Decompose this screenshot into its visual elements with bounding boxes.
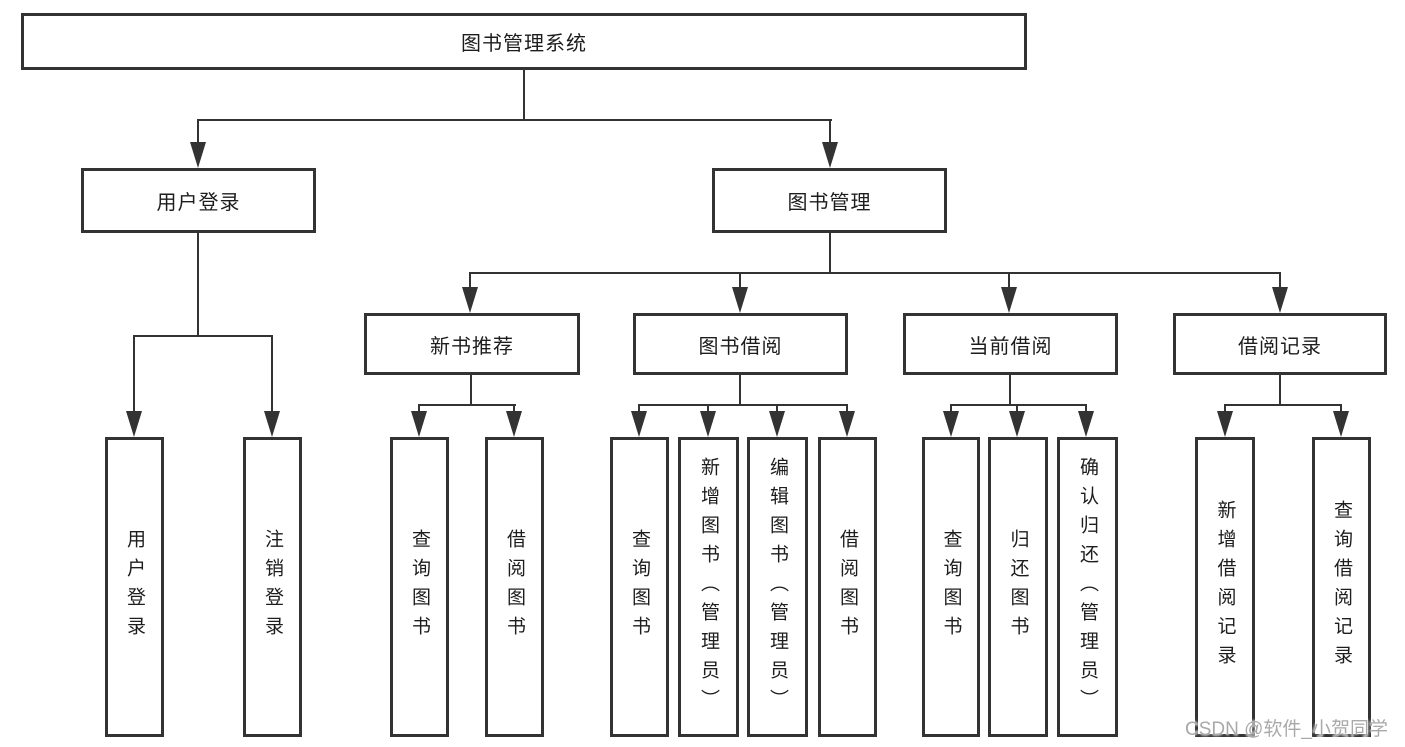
leaf-query-books-recommend: 查询图书	[390, 437, 449, 737]
connector-stem-new-book	[469, 272, 471, 290]
arrowhead-icon	[943, 411, 959, 437]
connector-stem	[1085, 404, 1087, 415]
node-label: 图书管理	[787, 192, 872, 214]
arrowhead-leaf-login-icon	[126, 411, 142, 437]
connector-user-login-trunk	[197, 233, 199, 337]
connector-stem	[1016, 404, 1018, 415]
connector-book-borrow-split	[638, 404, 848, 406]
node-label: 图书借阅	[698, 335, 783, 358]
arrowhead-book-borrow-icon	[732, 287, 748, 313]
arrowhead-icon	[839, 411, 855, 437]
node-label: 图书管理系统	[461, 33, 587, 55]
connector-new-book-trunk	[470, 375, 472, 406]
leaf-label: 编辑图书（管理员）	[767, 456, 788, 718]
arrowhead-user-login-icon	[190, 142, 206, 168]
connector-stem	[776, 404, 778, 415]
arrowhead-new-book-icon	[462, 287, 478, 313]
arrowhead-leaf-logout-icon	[264, 411, 280, 437]
connector-stem	[638, 404, 640, 415]
connector-borrow-record-trunk	[1279, 375, 1281, 406]
connector-book-borrow-trunk	[739, 375, 741, 406]
leaf-query-books-borrowing: 查询图书	[610, 437, 669, 737]
connector-level3-split	[469, 272, 1281, 274]
connector-current-borrow-trunk	[1009, 375, 1011, 406]
connector-stem	[950, 404, 952, 415]
arrowhead-icon	[1078, 411, 1094, 437]
leaf-label: 查询图书	[409, 529, 430, 645]
leaf-logout: 注销登录	[243, 437, 302, 737]
leaf-borrow-books-recommend: 借阅图书	[485, 437, 544, 737]
node-borrowing-records: 借阅记录	[1173, 313, 1387, 375]
arrowhead-current-borrow-icon	[1001, 287, 1017, 313]
leaf-label: 注销登录	[262, 529, 283, 645]
node-library-management-system: 图书管理系统	[21, 13, 1027, 70]
leaf-label: 新增图书（管理员）	[698, 456, 719, 718]
arrowhead-book-mgmt-icon	[822, 142, 838, 168]
connector-stem-leaf-logout	[271, 335, 273, 415]
connector-level2-split	[197, 119, 832, 121]
node-label: 用户登录	[156, 192, 241, 214]
connector-stem	[513, 404, 515, 415]
connector-stem-user-login	[197, 119, 199, 146]
connector-borrow-record-split	[1224, 404, 1342, 406]
arrowhead-icon	[700, 411, 716, 437]
leaf-confirm-return-admin: 确认归还（管理员）	[1057, 437, 1118, 737]
connector-user-login-split	[133, 335, 273, 337]
connector-stem	[1224, 404, 1226, 415]
leaf-label: 归还图书	[1007, 529, 1029, 645]
leaf-add-borrow-record: 新增借阅记录	[1195, 437, 1255, 737]
leaf-label: 确认归还（管理员）	[1077, 456, 1098, 718]
leaf-edit-books-admin: 编辑图书（管理员）	[747, 437, 808, 737]
arrowhead-icon	[1333, 411, 1349, 437]
arrowhead-borrow-record-icon	[1272, 287, 1288, 313]
connector-current-borrow-split	[950, 404, 1087, 406]
leaf-return-books: 归还图书	[988, 437, 1048, 737]
csdn-watermark: CSDN @软件_小贺同学	[1185, 719, 1388, 740]
arrowhead-icon	[506, 411, 522, 437]
leaf-label: 查询图书	[940, 529, 962, 645]
arrowhead-icon	[769, 411, 785, 437]
leaf-query-books-current: 查询图书	[922, 437, 980, 737]
leaf-label: 用户登录	[124, 529, 145, 645]
node-current-borrowing: 当前借阅	[903, 313, 1118, 375]
arrowhead-icon	[1217, 411, 1233, 437]
connector-root-trunk	[523, 70, 525, 121]
connector-stem-book-borrow	[739, 272, 741, 290]
leaf-query-borrow-record: 查询借阅记录	[1312, 437, 1371, 737]
connector-stem-leaf-login	[133, 335, 135, 415]
connector-stem-borrow-record	[1279, 272, 1281, 290]
node-user-login: 用户登录	[81, 168, 316, 233]
node-book-borrowing: 图书借阅	[633, 313, 848, 375]
arrowhead-icon	[411, 411, 427, 437]
connector-stem-current-borrow	[1008, 272, 1010, 290]
leaf-borrow-books-borrowing: 借阅图书	[818, 437, 877, 737]
connector-stem	[846, 404, 848, 415]
leaf-label: 查询图书	[629, 529, 650, 645]
connector-new-book-split	[418, 404, 516, 406]
arrowhead-icon	[631, 411, 647, 437]
leaf-label: 借阅图书	[837, 529, 858, 645]
node-label: 当前借阅	[968, 335, 1053, 358]
connector-stem	[707, 404, 709, 415]
connector-stem-book-mgmt	[829, 119, 831, 146]
node-label: 借阅记录	[1238, 335, 1322, 358]
leaf-label: 借阅图书	[504, 529, 525, 645]
node-book-management: 图书管理	[712, 168, 947, 233]
node-label: 新书推荐	[430, 335, 514, 358]
leaf-user-login: 用户登录	[105, 437, 164, 737]
connector-stem	[418, 404, 420, 415]
leaf-add-books-admin: 新增图书（管理员）	[678, 437, 739, 737]
node-new-book-recommend: 新书推荐	[364, 313, 580, 375]
connector-book-mgmt-trunk	[829, 233, 831, 274]
connector-stem	[1340, 404, 1342, 415]
arrowhead-icon	[1009, 411, 1025, 437]
leaf-label: 查询借阅记录	[1331, 500, 1352, 674]
leaf-label: 新增借阅记录	[1214, 500, 1236, 674]
